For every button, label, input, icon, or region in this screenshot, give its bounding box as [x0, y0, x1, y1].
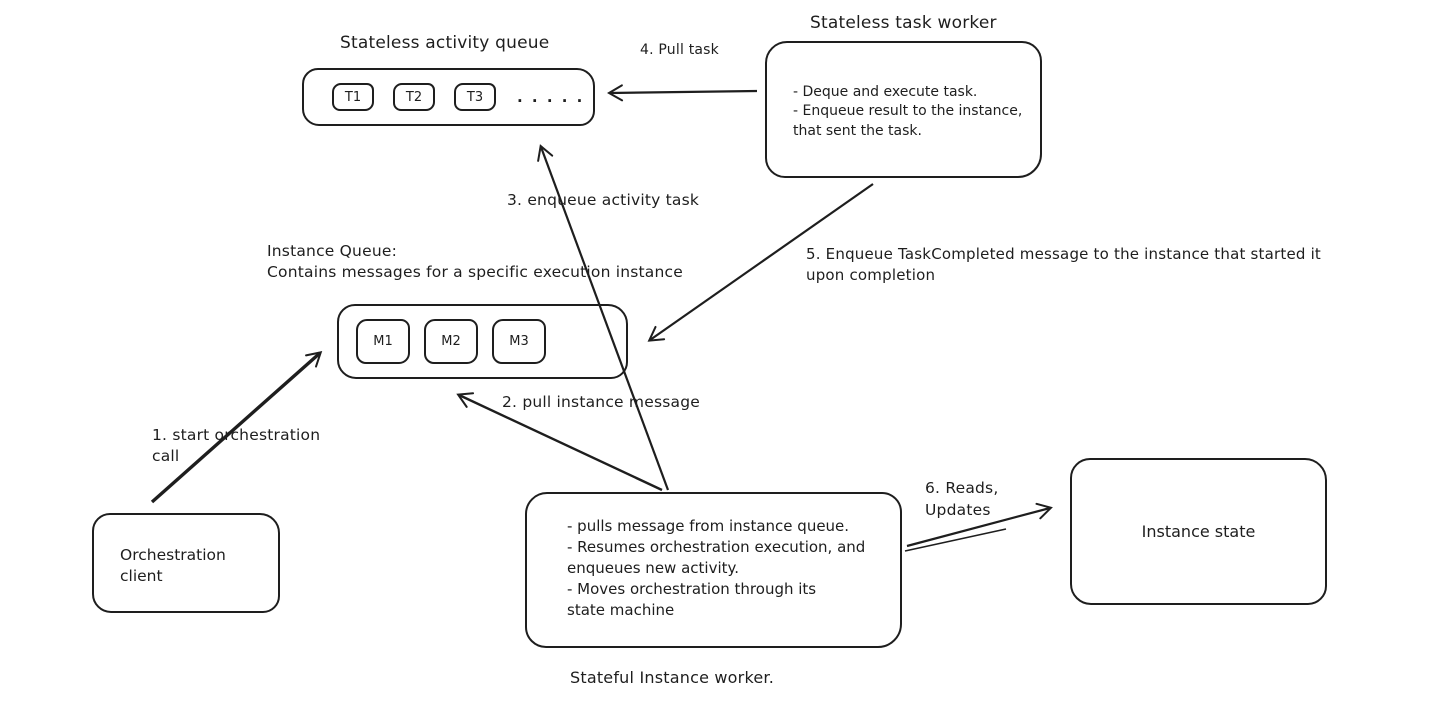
task-chip-t3: T3	[454, 83, 496, 111]
instance-worker-line: - pulls message from instance queue.	[567, 517, 850, 535]
arrow-reads-updates-sketch-stroke	[904, 528, 1007, 552]
instance-worker-caption: Stateful Instance worker.	[570, 668, 774, 687]
orchestration-client-line: client	[120, 566, 163, 585]
task-chip-t1: T1	[332, 83, 374, 111]
arrow-label-start-orchestration: 1. start orchestration call	[152, 425, 320, 467]
orchestration-client-line: Orchestration	[120, 546, 226, 564]
task-worker-line: - Enqueue result to the instance,	[793, 103, 1023, 120]
arrow-label-line: call	[152, 447, 180, 465]
arrow-label-enqueue-activity-task: 3. enqueue activity task	[507, 191, 700, 209]
arrow-label-line: 6. Reads,	[925, 479, 999, 497]
activity-queue-box: T1 T2 T3 . . . . .	[302, 68, 595, 126]
instance-worker-box: - pulls message from instance queue. - R…	[525, 492, 902, 648]
instance-worker-line: state machine	[567, 601, 675, 619]
queue-ellipsis: . . . . .	[517, 88, 585, 106]
instance-queue-box: M1 M2 M3	[337, 304, 628, 379]
arrow-label-reads-updates: 6. Reads, Updates	[925, 477, 998, 521]
instance-worker-line: - Resumes orchestration execution, and	[567, 538, 866, 556]
arrow-pull-task	[606, 84, 758, 102]
arrow-label-line: 5. Enqueue TaskCompleted message to the …	[806, 245, 1322, 263]
message-chip-m1: M1	[356, 319, 410, 364]
task-worker-line: that sent the task.	[793, 122, 922, 139]
message-chip-m2: M2	[424, 319, 478, 364]
arrow-label-line: Updates	[925, 501, 991, 519]
arrow-label-line: upon completion	[806, 266, 936, 284]
task-worker-box: - Deque and execute task. - Enqueue resu…	[765, 41, 1042, 178]
instance-queue-title-line: Instance Queue:	[267, 242, 397, 260]
instance-worker-line: - Moves orchestration through its	[567, 580, 817, 598]
instance-state-box: Instance state	[1070, 458, 1327, 605]
arrow-label-line: 1. start orchestration	[152, 426, 321, 444]
instance-queue-title: Instance Queue: Contains messages for a …	[267, 241, 683, 283]
orchestration-client-box: Orchestration client	[92, 513, 280, 613]
instance-queue-subtitle: Contains messages for a specific executi…	[267, 263, 683, 281]
task-worker-line: - Deque and execute task.	[793, 84, 978, 100]
activity-queue-title: Stateless activity queue	[340, 33, 550, 53]
arrow-label-pull-instance-message: 2. pull instance message	[502, 393, 700, 411]
instance-worker-line: enqueues new activity.	[567, 559, 740, 577]
task-worker-title: Stateless task worker	[810, 13, 997, 33]
task-chip-t2: T2	[393, 83, 435, 111]
instance-state-label: Instance state	[1141, 522, 1256, 541]
message-chip-m3: M3	[492, 319, 546, 364]
arrow-label-pull-task: 4. Pull task	[640, 42, 719, 58]
arrow-label-enqueue-task-completed: 5. Enqueue TaskCompleted message to the …	[806, 244, 1321, 286]
